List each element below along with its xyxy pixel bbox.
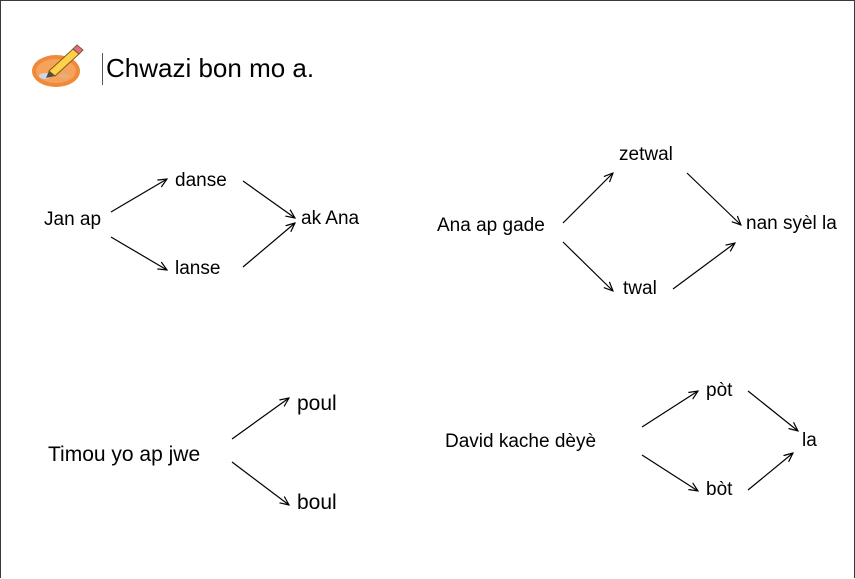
instruction-title: Chwazi bon mo a. (106, 53, 315, 83)
ex2-option-2[interactable]: twal (623, 278, 657, 299)
arrow-ex4-start-to-opt1 (641, 391, 698, 428)
text-cursor (102, 53, 103, 85)
ex1-option-1[interactable]: danse (175, 170, 227, 191)
ex3-option-1[interactable]: poul (297, 392, 337, 415)
ex4-option-2[interactable]: bòt (706, 479, 733, 500)
arrow-ex2-opt2-to-end (672, 243, 735, 290)
arrow-ex1-start-to-opt1 (110, 179, 167, 213)
ex1-end: ak Ana (301, 208, 360, 229)
ex2-end: nan syèl la (746, 213, 837, 234)
arrow-ex1-opt1-to-end (242, 180, 295, 218)
arrow-ex3-start-to-opt1 (231, 398, 289, 440)
ex1-option-2[interactable]: lanse (175, 258, 221, 279)
arrow-ex4-opt2-to-end (747, 453, 793, 491)
arrow-ex3-start-to-opt2 (231, 461, 289, 505)
arrow-ex4-opt1-to-end (747, 390, 798, 431)
ex2-start: Ana ap gade (437, 215, 545, 236)
ex4-option-1[interactable]: pòt (706, 380, 733, 401)
arrow-ex1-start-to-opt2 (110, 236, 167, 270)
ex4-end: la (802, 430, 817, 451)
arrow-ex1-opt2-to-end (242, 223, 295, 268)
arrow-ex2-start-to-opt2 (562, 241, 613, 291)
arrow-ex4-start-to-opt2 (641, 454, 698, 491)
ex2-option-1[interactable]: zetwal (619, 144, 673, 165)
arrow-ex2-start-to-opt1 (562, 173, 613, 224)
pencil-palette-icon (32, 44, 84, 87)
ex3-option-2[interactable]: boul (297, 491, 337, 514)
arrow-ex2-opt1-to-end (686, 172, 741, 225)
ex1-start: Jan ap (44, 209, 102, 230)
ex3-start: Timou yo ap jwe (48, 443, 201, 466)
ex4-start: David kache dèyè (445, 431, 597, 452)
